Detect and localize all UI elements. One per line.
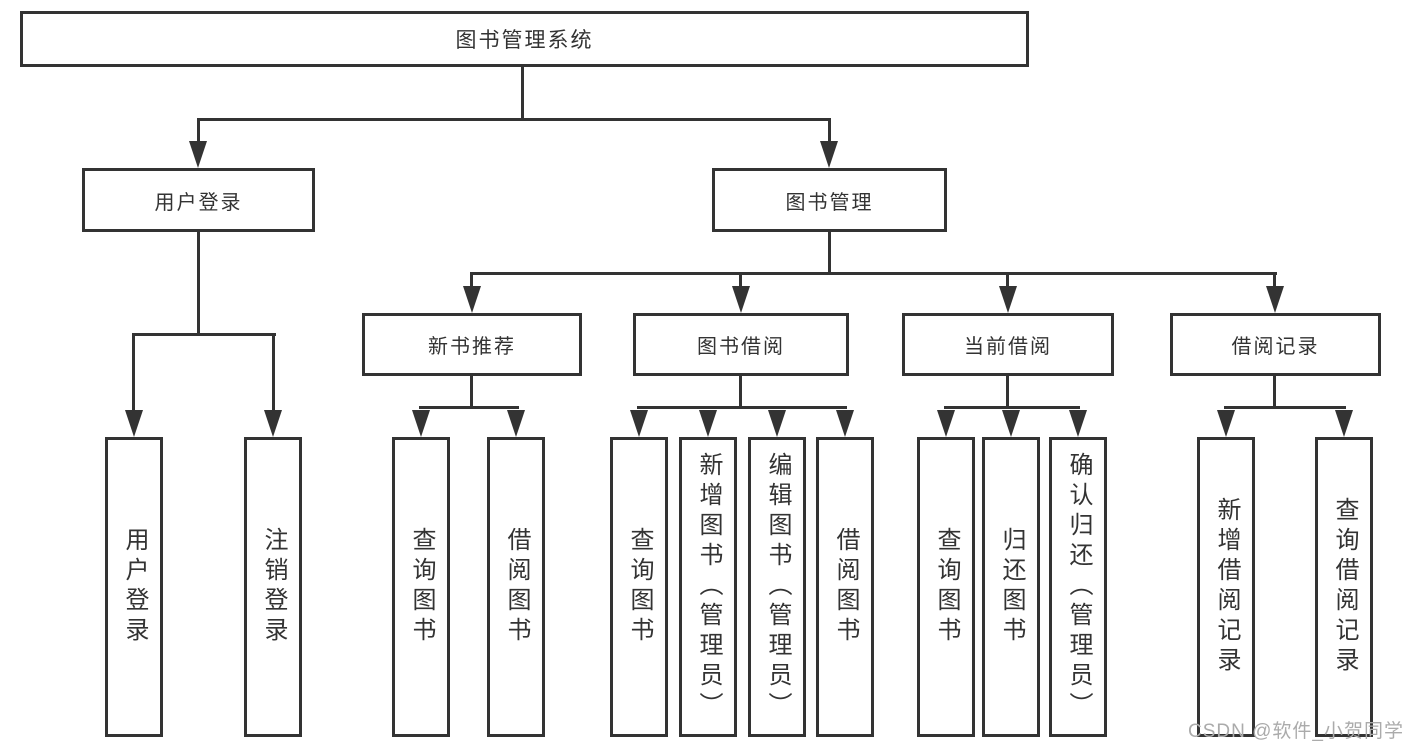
- leaf-borrow-books-borrow-label: 借阅图书: [832, 527, 859, 647]
- arrowhead-down-icon: [507, 410, 525, 437]
- leaf-query-books-current-label: 查询图书: [933, 527, 960, 647]
- leaf-return-book: 归还图书: [982, 437, 1040, 737]
- arrowhead-down-icon: [1266, 286, 1284, 313]
- leaf-query-books-recommend-label: 查询图书: [408, 527, 435, 647]
- leaf-query-books-borrow-label: 查询图书: [626, 527, 653, 647]
- node-user-login: 用户登录: [82, 168, 315, 232]
- arrowhead-down-icon: [732, 286, 750, 313]
- leaf-add-borrow-record: 新增借阅记录: [1197, 437, 1255, 737]
- connector-records-hbar: [1224, 406, 1346, 409]
- arrowhead-down-icon: [1335, 410, 1353, 437]
- node-current-borrow: 当前借阅: [902, 313, 1114, 376]
- arrowhead-down-icon: [820, 141, 838, 168]
- arrowhead-down-icon: [412, 410, 430, 437]
- node-library-system: 图书管理系统: [20, 11, 1029, 67]
- connector-recommend-drop: [470, 376, 473, 408]
- connector-current-drop: [1006, 376, 1009, 408]
- arrowhead-down-icon: [189, 141, 207, 168]
- leaf-logout-label: 注销登录: [260, 527, 287, 647]
- leaf-confirm-return-admin-label: 确认归还（管理员）: [1065, 452, 1092, 722]
- node-new-book-recommend-label: 新书推荐: [428, 336, 516, 358]
- connector-bookmgmt-stub-4: [1273, 272, 1276, 289]
- leaf-confirm-return-admin: 确认归还（管理员）: [1049, 437, 1107, 737]
- connector-borrow-drop: [739, 376, 742, 408]
- connector-userlogin-stub-left: [132, 333, 135, 412]
- leaf-query-borrow-record: 查询借阅记录: [1315, 437, 1373, 737]
- leaf-query-books-recommend: 查询图书: [392, 437, 450, 737]
- leaf-query-books-borrow: 查询图书: [610, 437, 668, 737]
- connector-recommend-hbar: [419, 406, 519, 409]
- connector-userlogin-stub-right: [272, 333, 275, 412]
- arrowhead-down-icon: [125, 410, 143, 437]
- arrowhead-down-icon: [768, 410, 786, 437]
- arrowhead-down-icon: [264, 410, 282, 437]
- leaf-query-books-current: 查询图书: [917, 437, 975, 737]
- node-book-borrow: 图书借阅: [633, 313, 849, 376]
- leaf-edit-book-admin: 编辑图书（管理员）: [748, 437, 806, 737]
- connector-bookmgmt-drop: [828, 232, 831, 274]
- connector-root-drop: [521, 67, 524, 120]
- arrowhead-down-icon: [1217, 410, 1235, 437]
- arrowhead-down-icon: [699, 410, 717, 437]
- leaf-edit-book-admin-label: 编辑图书（管理员）: [764, 452, 791, 722]
- leaf-add-borrow-record-label: 新增借阅记录: [1213, 497, 1240, 677]
- leaf-add-book-admin-label: 新增图书（管理员）: [695, 452, 722, 722]
- leaf-user-login: 用户登录: [105, 437, 163, 737]
- connector-root-stub-left: [197, 118, 200, 144]
- connector-userlogin-hbar: [132, 333, 276, 336]
- node-book-management-label: 图书管理: [785, 191, 874, 214]
- connector-userlogin-drop: [197, 232, 200, 335]
- connector-current-hbar: [944, 406, 1080, 409]
- connector-bookmgmt-stub-2: [739, 272, 742, 289]
- node-borrow-records: 借阅记录: [1170, 313, 1381, 376]
- leaf-logout: 注销登录: [244, 437, 302, 737]
- node-new-book-recommend: 新书推荐: [362, 313, 582, 376]
- connector-records-drop: [1273, 376, 1276, 408]
- connector-root-stub-right: [828, 118, 831, 144]
- arrowhead-down-icon: [836, 410, 854, 437]
- node-book-borrow-label: 图书借阅: [697, 336, 785, 358]
- leaf-add-book-admin: 新增图书（管理员）: [679, 437, 737, 737]
- arrowhead-down-icon: [463, 286, 481, 313]
- connector-bookmgmt-stub-3: [1006, 272, 1009, 289]
- node-current-borrow-label: 当前借阅: [964, 336, 1052, 358]
- arrowhead-down-icon: [1069, 410, 1087, 437]
- connector-bookmgmt-hbar: [470, 272, 1277, 275]
- leaf-user-login-label: 用户登录: [121, 527, 148, 647]
- node-book-management: 图书管理: [712, 168, 947, 232]
- connector-bookmgmt-stub-1: [470, 272, 473, 289]
- node-library-system-label: 图书管理系统: [455, 29, 594, 52]
- leaf-borrow-books-borrow: 借阅图书: [816, 437, 874, 737]
- arrowhead-down-icon: [937, 410, 955, 437]
- watermark: CSDN @软件_小贺同学: [1188, 721, 1404, 742]
- leaf-query-borrow-record-label: 查询借阅记录: [1331, 497, 1358, 677]
- arrowhead-down-icon: [1002, 410, 1020, 437]
- connector-borrow-hbar: [637, 406, 847, 409]
- connector-root-hbar: [197, 118, 831, 121]
- arrowhead-down-icon: [630, 410, 648, 437]
- leaf-borrow-books-recommend-label: 借阅图书: [503, 527, 530, 647]
- arrowhead-down-icon: [999, 286, 1017, 313]
- leaf-borrow-books-recommend: 借阅图书: [487, 437, 545, 737]
- node-user-login-label: 用户登录: [154, 191, 243, 214]
- node-borrow-records-label: 借阅记录: [1231, 336, 1320, 358]
- leaf-return-book-label: 归还图书: [998, 527, 1025, 647]
